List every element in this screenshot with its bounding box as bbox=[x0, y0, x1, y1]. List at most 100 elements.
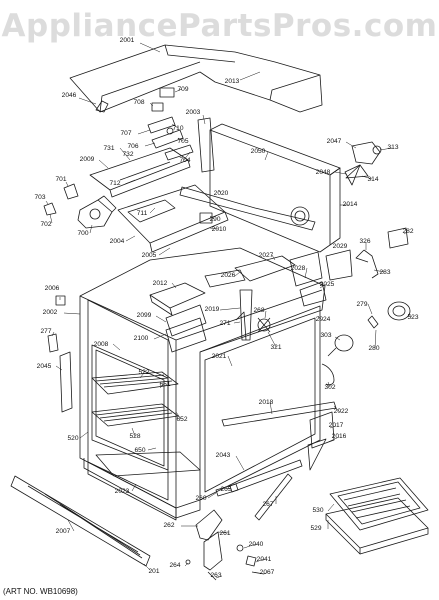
part-label-703: 703 bbox=[34, 194, 45, 201]
part-label-528: 528 bbox=[129, 433, 140, 440]
part-label-2008: 2008 bbox=[94, 341, 109, 348]
part-label-2026: 2026 bbox=[221, 272, 236, 279]
art-number: (ART NO. WB10698) bbox=[3, 587, 78, 596]
bottom-rails bbox=[215, 459, 303, 521]
part-label-2099: 2099 bbox=[137, 312, 152, 319]
door-hinge-parts bbox=[185, 509, 265, 581]
part-label-2021: 2021 bbox=[212, 353, 227, 360]
part-label-2027: 2027 bbox=[259, 252, 274, 259]
part-label-261: 261 bbox=[219, 530, 230, 537]
burner-box-2020 bbox=[179, 186, 316, 231]
part-label-326: 326 bbox=[359, 238, 370, 245]
part-label-263: 263 bbox=[210, 572, 221, 579]
part-label-290: 290 bbox=[209, 216, 220, 223]
part-label-700: 700 bbox=[77, 230, 88, 237]
part-label-283: 283 bbox=[379, 269, 390, 276]
part-label-2100: 2100 bbox=[134, 335, 149, 342]
thermostat-parts-700 bbox=[43, 183, 117, 229]
part-label-711: 711 bbox=[137, 210, 148, 217]
part-label-2013: 2013 bbox=[225, 78, 240, 85]
broiler-pan bbox=[325, 477, 429, 555]
part-label-271: 271 bbox=[219, 320, 230, 327]
part-label-530: 530 bbox=[312, 507, 323, 514]
part-label-2001: 2001 bbox=[120, 37, 135, 44]
part-label-279: 279 bbox=[356, 301, 367, 308]
part-label-2067: 2067 bbox=[260, 569, 275, 576]
part-label-265: 265 bbox=[220, 486, 231, 493]
part-label-709: 709 bbox=[177, 86, 188, 93]
part-label-2006: 2006 bbox=[45, 285, 60, 292]
part-label-2043: 2043 bbox=[216, 452, 231, 459]
part-label-262: 262 bbox=[163, 522, 174, 529]
part-label-2007: 2007 bbox=[56, 528, 71, 535]
part-label-731: 731 bbox=[103, 145, 114, 152]
part-label-520: 520 bbox=[67, 435, 78, 442]
control-panel-2009 bbox=[89, 147, 191, 198]
part-label-706: 706 bbox=[127, 143, 138, 150]
part-label-2023: 2023 bbox=[115, 488, 130, 495]
top-cover-2001 bbox=[69, 44, 323, 113]
side-trim-2022 bbox=[221, 401, 337, 471]
part-label-2046: 2046 bbox=[62, 92, 77, 99]
part-label-522: 522 bbox=[138, 369, 149, 376]
part-label-2009: 2009 bbox=[80, 156, 95, 163]
vent-assembly bbox=[204, 251, 327, 307]
part-label-2002: 2002 bbox=[43, 309, 58, 316]
part-label-701: 701 bbox=[55, 176, 66, 183]
part-label-321: 321 bbox=[270, 344, 281, 351]
oven-liner-2008 bbox=[91, 344, 169, 471]
part-label-268: 268 bbox=[253, 307, 264, 314]
part-label-707: 707 bbox=[120, 130, 131, 137]
part-label-267: 267 bbox=[262, 501, 273, 508]
part-label-2019: 2019 bbox=[205, 306, 220, 313]
part-label-732: 732 bbox=[122, 151, 133, 158]
part-label-303: 303 bbox=[320, 332, 331, 339]
part-label-529: 529 bbox=[310, 525, 321, 532]
part-label-277: 277 bbox=[40, 328, 51, 335]
part-label-650: 650 bbox=[134, 447, 145, 454]
oven-light-assembly bbox=[321, 301, 411, 386]
infinite-switch-parts bbox=[147, 87, 194, 161]
part-label-2012: 2012 bbox=[153, 280, 168, 287]
oven-racks bbox=[91, 371, 179, 427]
part-label-2041: 2041 bbox=[257, 556, 272, 563]
part-label-260: 260 bbox=[195, 495, 206, 502]
part-label-2025: 2025 bbox=[320, 281, 335, 288]
part-label-2003: 2003 bbox=[186, 109, 201, 116]
leader-lines bbox=[45, 42, 413, 579]
part-label-264: 264 bbox=[169, 562, 180, 569]
part-label-2045: 2045 bbox=[37, 363, 52, 370]
part-label-314: 314 bbox=[367, 176, 378, 183]
part-label-2029: 2029 bbox=[333, 243, 348, 250]
side-trim-parts bbox=[47, 295, 73, 413]
part-label-313: 313 bbox=[387, 144, 398, 151]
part-label-704: 704 bbox=[179, 157, 190, 164]
part-label-2047: 2047 bbox=[327, 138, 342, 145]
control-housing-2004 bbox=[117, 184, 229, 253]
part-label-2014: 2014 bbox=[343, 201, 358, 208]
part-label-2028: 2028 bbox=[291, 265, 306, 272]
part-label-2017: 2017 bbox=[329, 422, 344, 429]
part-label-652: 652 bbox=[176, 416, 187, 423]
part-label-302: 302 bbox=[324, 384, 335, 391]
broil-element-2012 bbox=[149, 282, 207, 353]
part-label-523: 523 bbox=[407, 314, 418, 321]
part-label-2005: 2005 bbox=[142, 252, 157, 259]
part-number-labels: 2001201320467097087107077057067047317322… bbox=[34, 37, 418, 579]
part-label-2040: 2040 bbox=[249, 541, 264, 548]
oven-body-frame bbox=[79, 247, 326, 519]
part-label-2004: 2004 bbox=[110, 238, 125, 245]
part-label-712: 712 bbox=[109, 180, 120, 187]
part-label-2020: 2020 bbox=[214, 190, 229, 197]
part-label-705: 705 bbox=[177, 138, 188, 145]
part-label-2018: 2018 bbox=[259, 399, 274, 406]
rear-panel-2050 bbox=[197, 117, 341, 253]
part-label-282: 282 bbox=[402, 228, 413, 235]
part-label-2010: 2010 bbox=[212, 226, 227, 233]
part-label-2024: 2024 bbox=[316, 316, 331, 323]
part-label-2048: 2048 bbox=[316, 169, 331, 176]
part-label-2050: 2050 bbox=[251, 148, 266, 155]
ignition-parts bbox=[325, 227, 409, 281]
part-label-710: 710 bbox=[172, 125, 183, 132]
